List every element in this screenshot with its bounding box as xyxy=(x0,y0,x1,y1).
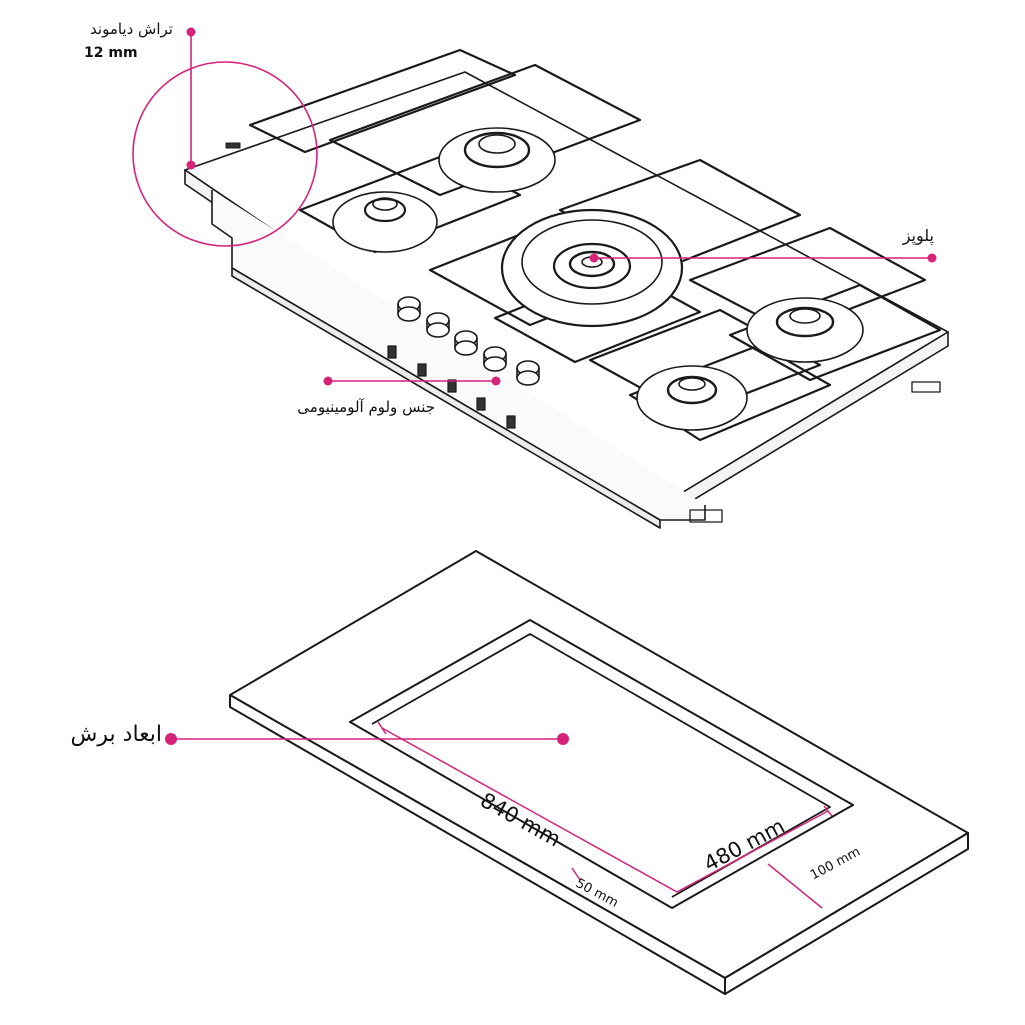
countertop-drawing xyxy=(229,550,969,995)
hob-foot-front xyxy=(689,509,723,523)
knob xyxy=(454,330,478,356)
body-material-dot-right xyxy=(491,376,501,386)
diamond-cut-label: تراش دیاموند xyxy=(90,20,173,38)
countertop-dimensions xyxy=(377,721,833,909)
cutout-dot-left xyxy=(165,733,177,745)
diamond-cut-dot-top xyxy=(186,27,196,37)
diamond-cut-magnifier xyxy=(132,61,318,247)
hob-body-lower xyxy=(231,267,661,529)
dim-tick-length xyxy=(377,721,387,735)
burner-wok xyxy=(500,208,684,328)
brand-logo-mark xyxy=(225,142,241,149)
hob-foot-right xyxy=(911,381,941,393)
wok-burner-label: پلوپز xyxy=(902,226,934,245)
gas-hob-drawing xyxy=(184,48,949,529)
burner-medium-top xyxy=(438,127,556,193)
body-connectors xyxy=(387,345,516,429)
diamond-cut-size: 12 mm xyxy=(84,45,138,61)
knob xyxy=(516,360,540,386)
dim-tick-front xyxy=(571,867,581,881)
knob xyxy=(397,296,421,322)
countertop-right-edge xyxy=(724,832,969,995)
dim-tick-width xyxy=(823,805,833,817)
wok-burner-dot-right xyxy=(927,253,937,263)
control-knobs xyxy=(397,296,540,386)
cutout-dot-right xyxy=(557,733,569,745)
body-material-dot-left xyxy=(323,376,333,386)
knob xyxy=(426,312,450,338)
dim-line-side xyxy=(767,863,823,909)
dim-line-width xyxy=(676,810,829,893)
burner-right xyxy=(746,297,864,363)
dim-line-length xyxy=(381,727,678,893)
cutout-label: ابعاد برش xyxy=(70,722,162,747)
knob xyxy=(483,346,507,372)
diamond-cut-dot-bottom xyxy=(186,160,196,170)
cutout-outer xyxy=(349,619,854,909)
burner-front xyxy=(636,365,748,431)
wok-burner-dot-left xyxy=(589,253,599,263)
burner-small xyxy=(332,191,438,253)
body-material-label: جنس ولوم آلومینیومی xyxy=(297,398,435,416)
